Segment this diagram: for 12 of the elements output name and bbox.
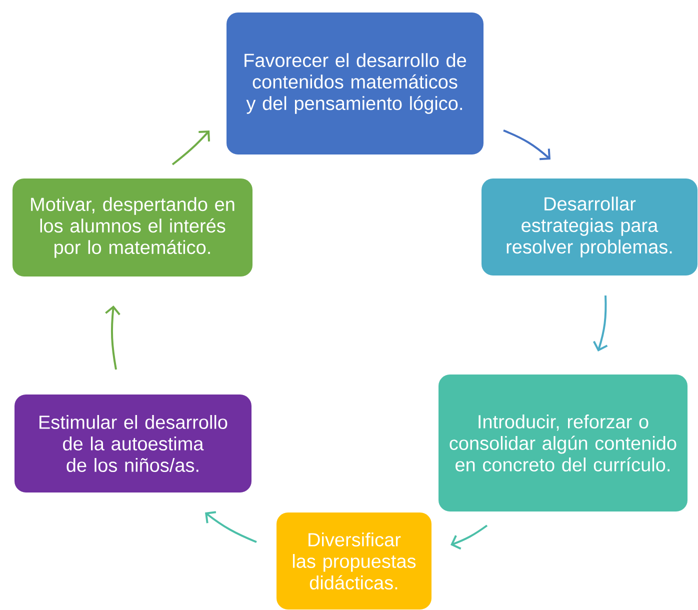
arrow (503, 130, 551, 160)
arrow (105, 306, 120, 370)
process-box: Desarrollar estrategias para resolver problemas. (480, 178, 698, 276)
arrow (172, 130, 210, 166)
arrow (205, 511, 257, 543)
process-box: Estimular el desarrollo de la autoestima de los niños/as. (14, 394, 252, 494)
process-box: Introducir, reforzar o consolidar algún contenido en concreto del currículo. (438, 374, 688, 512)
arrow (593, 295, 608, 352)
process-box: Diversificar las propuestas didácticas. (276, 512, 432, 610)
process-box: Motivar, despertando en los alumnos el interés por lo matemático. (12, 178, 254, 278)
arrow (450, 524, 488, 550)
process-box: Favorecer el desarrollo de contenidos matemáticos y del pensamiento lógico. (226, 12, 484, 156)
